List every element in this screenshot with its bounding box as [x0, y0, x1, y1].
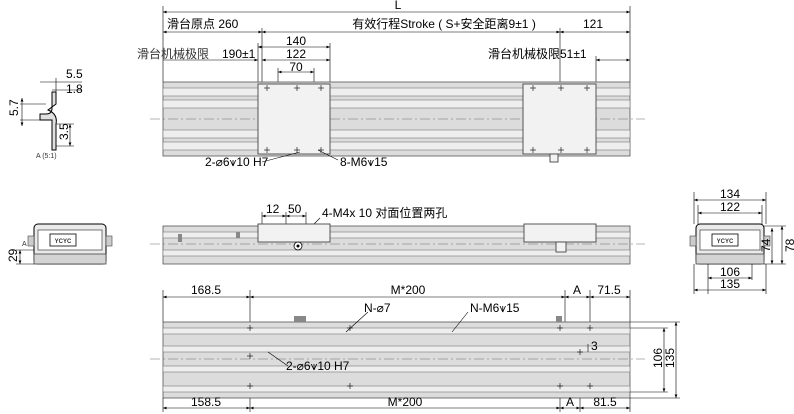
overall-length-label: L	[395, 0, 402, 12]
front-view: 12 50 4-M4x 10 对面位置两孔	[150, 202, 645, 265]
n-tap-note: N-M6⩛15	[470, 301, 520, 315]
module-body-bottom	[162, 321, 631, 399]
dim-122-end: 122	[720, 200, 740, 214]
left-end-view: YCYC 29 A	[6, 223, 113, 265]
profile-section-a: 5.5 1.8 5.7 3.5 A (5:1)	[7, 67, 83, 160]
dim-106-end: 106	[720, 265, 740, 279]
top-view: L 滑台原点 260 有效行程Stroke ( S+安全距离9±1 ) 121 …	[137, 0, 645, 169]
marker-a: A	[22, 241, 27, 248]
n-hole-note: N-⌀7	[364, 301, 391, 315]
top-left-dim: 168.5	[191, 283, 221, 297]
bottom-pin-hole-note: 2-⌀6⩛10 H7	[286, 359, 350, 373]
mech-limit-left-label: 滑台机械极限	[137, 46, 209, 61]
limit-block-right	[522, 83, 597, 155]
section-scale-label: A (5:1)	[36, 153, 57, 160]
logo-left: YCYC	[55, 239, 72, 245]
dim-135-bottom: 135	[663, 348, 677, 368]
logo-right: YCYC	[717, 239, 734, 245]
dim-122: 122	[286, 47, 306, 61]
front-carriage	[257, 223, 331, 243]
dim-78: 78	[783, 238, 794, 252]
bottom-left-dim: 158.5	[191, 395, 221, 409]
dim-3: 3	[591, 339, 598, 353]
effective-stroke-label: 有效行程Stroke ( S+安全距离9±1 )	[352, 16, 536, 31]
m4-hole-note: 4-M4x 10 对面位置两孔	[322, 205, 447, 220]
bottom-pitch: M*200	[388, 395, 423, 409]
dim-106-bottom: 106	[651, 348, 665, 368]
top-right-dim: 71.5	[597, 283, 621, 297]
dim-1-8: 1.8	[66, 82, 83, 96]
tap-hole-note: 8-M6⩛15	[340, 155, 388, 169]
slide-carriage	[257, 83, 331, 155]
right-end-view: 134 122 YCYC 74 78 106 135	[689, 187, 794, 294]
dim-29: 29	[6, 248, 20, 262]
dim-70: 70	[289, 60, 303, 74]
dim-12: 12	[266, 202, 280, 216]
mech-limit-left-value: 190±1	[222, 47, 256, 61]
dim-134: 134	[720, 187, 740, 201]
top-pitch: M*200	[391, 283, 426, 297]
bottom-view: 168.5 M*200 A 71.5 N-⌀7 N-M6⩛15 2-⌀6⩛1	[150, 283, 680, 412]
front-right-block	[523, 223, 597, 243]
right-dim-121: 121	[583, 17, 603, 31]
top-a: A	[573, 283, 581, 297]
dim-3-5: 3.5	[57, 123, 71, 140]
slide-origin-label: 滑台原点 260	[167, 16, 239, 31]
dim-140: 140	[286, 34, 306, 48]
dim-50: 50	[288, 202, 302, 216]
dim-135-end: 135	[720, 277, 740, 291]
dim-74: 74	[759, 238, 773, 252]
dim-5-5: 5.5	[66, 67, 83, 81]
bottom-a: A	[566, 395, 574, 409]
bottom-right-dim: 81.5	[593, 395, 617, 409]
mech-limit-right-label: 滑台机械极限51±1	[488, 46, 587, 61]
pin-hole-note: 2-⌀6⩛10 H7	[205, 155, 269, 169]
dim-5-7: 5.7	[7, 99, 21, 116]
